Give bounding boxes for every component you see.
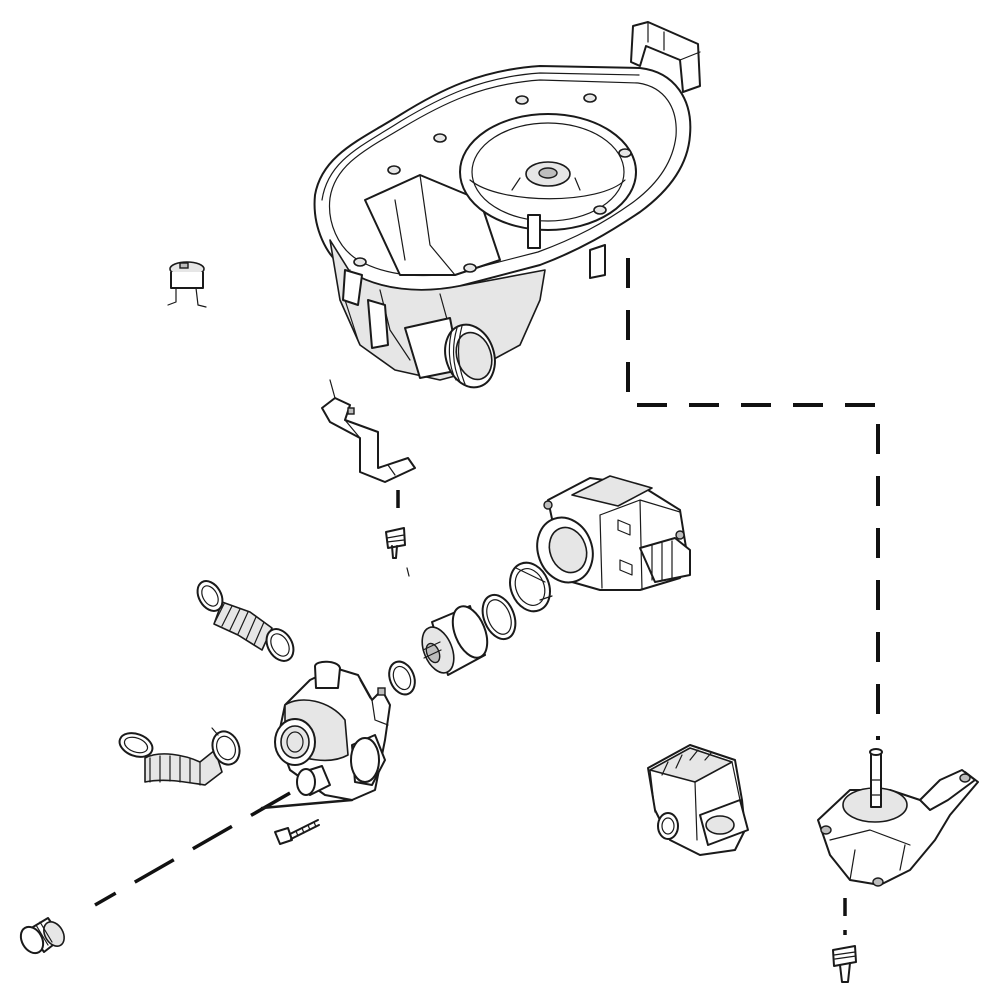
o-ring-icon: [481, 593, 517, 641]
motor-icon: [536, 475, 691, 591]
impeller-icon: [421, 605, 489, 676]
thermal-fuse-icon: [167, 261, 207, 308]
drain-pump-icon: [647, 744, 749, 856]
rim-bosses: [353, 93, 632, 273]
pump-housing-icon: [274, 660, 391, 801]
connector-icon: [19, 917, 65, 955]
hose-icon: [144, 749, 223, 786]
clamp-icon: [196, 580, 295, 662]
hose-icon: [213, 601, 273, 651]
clamp-icon: [118, 727, 241, 766]
leader-line-sump-to-support: [626, 258, 880, 740]
sump-housing-icon: [313, 65, 692, 389]
leader-line-housing-to-drain: [94, 791, 291, 907]
screw-icon: [274, 819, 320, 845]
screw-icon: [832, 945, 857, 983]
support-icon: [817, 748, 979, 887]
ring-icon: [509, 561, 553, 613]
screw-icon: [385, 527, 410, 577]
clip-icon: [630, 21, 701, 93]
bracket-icon: [321, 379, 416, 483]
o-ring-icon: [388, 660, 416, 696]
